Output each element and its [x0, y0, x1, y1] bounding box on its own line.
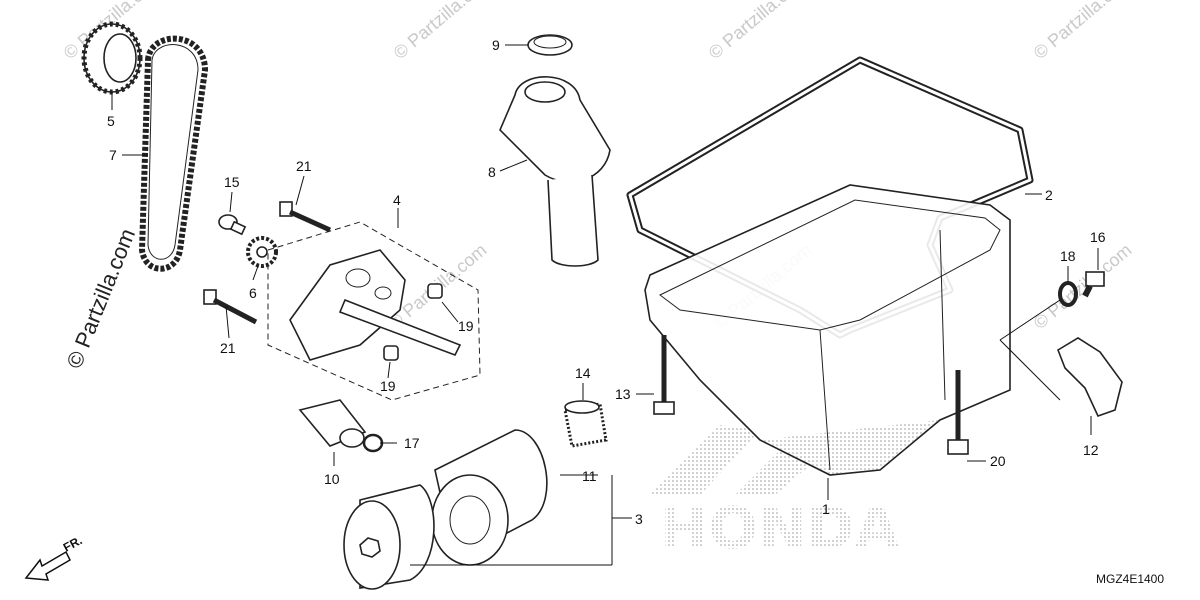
- callout-21-a: 21: [296, 158, 312, 174]
- nipple-part-14: [563, 400, 608, 448]
- callout-5: 5: [107, 113, 115, 129]
- bolt-part-21-bottom: [203, 289, 258, 325]
- honda-wordmark: HONDA: [660, 494, 900, 562]
- callout-3: 3: [635, 511, 643, 527]
- callout-21-b: 21: [220, 340, 236, 356]
- drain-bolt-part-16: [1082, 271, 1105, 298]
- diagram-code: MGZ4E1400: [1096, 572, 1164, 586]
- strainer-part-8: [499, 76, 611, 267]
- callout-6: 6: [249, 285, 257, 301]
- cam-chain-part-7: [138, 35, 209, 272]
- o-ring-part-17: [362, 433, 384, 453]
- watermark-top-4: © Partzilla.com: [1030, 0, 1136, 63]
- callouts: 1 2 3 4 5 6 7 8 9 10 11 12 13 14 15 16 1…: [107, 37, 1106, 527]
- oil-pan-part-1: [644, 184, 1011, 476]
- callout-19-b: 19: [380, 378, 396, 394]
- callout-11: 11: [582, 468, 597, 484]
- dowel-part-19-a: [427, 283, 443, 299]
- cap-part-9: [527, 34, 573, 56]
- watermark-mid-3: © Partzilla.com: [1030, 240, 1136, 333]
- watermark-top-2: © Partzilla.com: [390, 0, 496, 63]
- callout-17: 17: [404, 435, 420, 451]
- callout-19-a: 19: [458, 318, 474, 334]
- callout-16: 16: [1090, 229, 1106, 245]
- callout-13: 13: [615, 386, 631, 402]
- callout-2: 2: [1045, 187, 1053, 203]
- leader-lines: [111, 44, 1099, 566]
- callout-8: 8: [488, 164, 496, 180]
- callout-9: 9: [492, 37, 500, 53]
- bolt-part-21-top: [279, 201, 332, 233]
- callout-7: 7: [109, 147, 117, 163]
- bolt-part-20: [947, 370, 969, 455]
- watermark-vertical: © Partzilla.com: [61, 225, 140, 372]
- honda-brand-watermark: HONDA: [650, 425, 900, 562]
- bolt-part-15: [218, 214, 247, 236]
- filter-cap-part-3: [343, 484, 435, 590]
- callout-18: 18: [1060, 248, 1076, 264]
- callout-12: 12: [1083, 442, 1099, 458]
- front-direction-arrow: FR.: [24, 533, 85, 581]
- callout-1: 1: [822, 501, 830, 517]
- bracket-part-12: [1057, 337, 1123, 417]
- bolt-part-13: [653, 335, 675, 415]
- callout-14: 14: [575, 365, 591, 381]
- watermark-top-3: © Partzilla.com: [705, 0, 811, 63]
- callout-20: 20: [990, 453, 1006, 469]
- dowel-part-19-b: [383, 345, 399, 361]
- callout-4: 4: [393, 192, 401, 208]
- relief-valve-part-10: [298, 399, 367, 448]
- front-direction-label: FR.: [61, 533, 85, 554]
- sprocket-part-5: [81, 21, 143, 95]
- gear-part-6: [246, 236, 278, 268]
- washer-part-18: [1058, 281, 1078, 307]
- callout-10: 10: [324, 471, 340, 487]
- oil-filter-part-11: [431, 429, 548, 566]
- oil-pump-part-4: [267, 221, 481, 401]
- callout-15: 15: [224, 174, 240, 190]
